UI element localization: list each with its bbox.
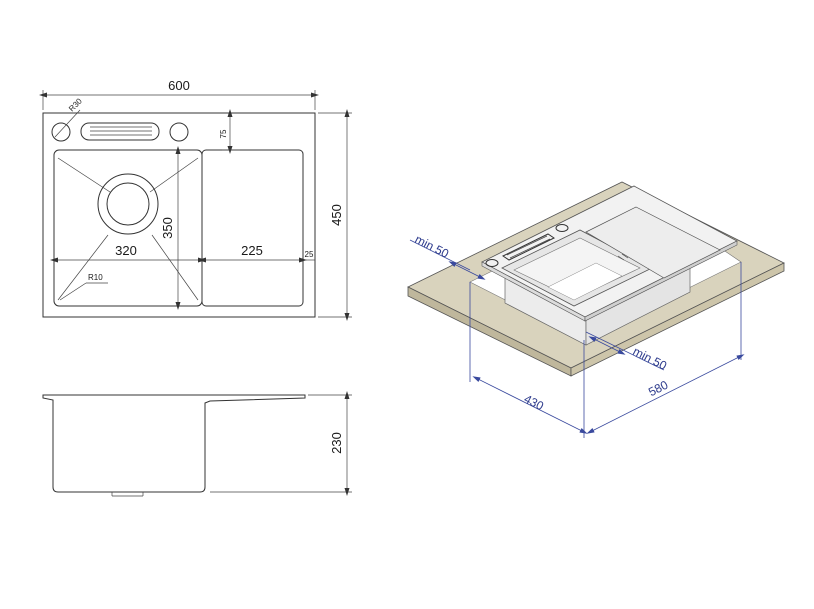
overflow-slot	[80, 122, 160, 141]
dim-depth: 230	[329, 432, 344, 454]
drain-outer	[97, 173, 159, 235]
tap-hole	[51, 122, 71, 142]
dim-corner-radius: R30	[67, 96, 84, 113]
drain-inner	[106, 182, 150, 226]
iso-drainboard	[585, 206, 721, 279]
dim-cutout-width: 580	[646, 378, 670, 400]
dim-right-edge: 25	[305, 250, 314, 259]
side-profile	[42, 394, 306, 493]
dim-cutout-depth: 430	[522, 392, 546, 414]
dim-drainboard-width: 225	[241, 243, 263, 258]
dim-top-width: 600	[168, 78, 190, 93]
top-view: 600 R30 75 450 350 320 225 25 R10	[39, 78, 352, 321]
side-view: 230	[42, 391, 352, 497]
bowl-outline	[53, 149, 203, 307]
iso-overflow	[501, 233, 556, 261]
sink-outline	[42, 112, 316, 318]
dim-top-height: 450	[329, 204, 344, 226]
dim-inner-radius: R10	[88, 273, 103, 282]
drainboard-outline	[201, 149, 304, 307]
iso-tap-hole	[485, 259, 499, 267]
dim-min-left: min 50	[413, 232, 452, 261]
dim-min-front: min 50	[631, 344, 670, 373]
dim-bowl-height: 350	[160, 217, 175, 239]
dim-top-margin: 75	[219, 129, 228, 138]
dim-bowl-width: 320	[115, 243, 137, 258]
isometric-view: 430 580 min 50 min 50	[407, 181, 785, 438]
soap-hole	[169, 122, 189, 142]
